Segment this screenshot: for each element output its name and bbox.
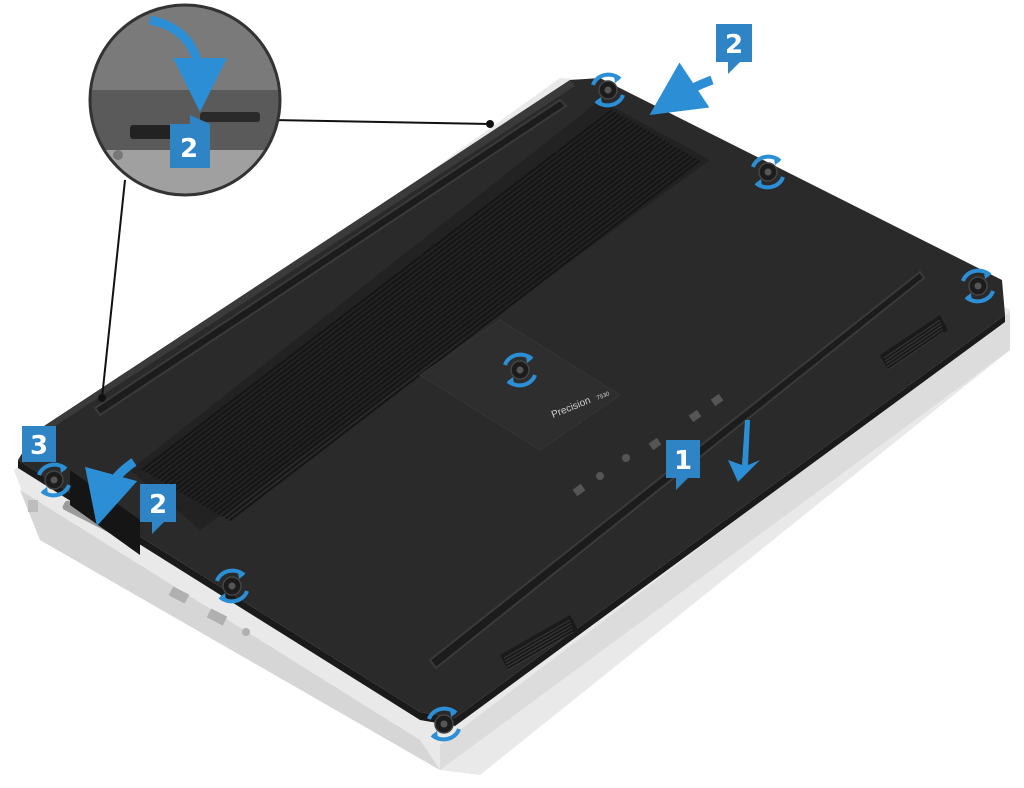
- zoom-detail: 2: [88, 3, 494, 402]
- pry-arrow-left-icon: [85, 458, 138, 527]
- step-badges: 1 2 2 3: [22, 24, 752, 534]
- vent-slat: [148, 113, 621, 476]
- vent-slat: [884, 322, 942, 362]
- step-1-label: 1: [674, 446, 692, 476]
- vent-slat: [160, 120, 632, 482]
- vent-slat: [228, 159, 701, 522]
- step-2-left-label: 2: [149, 490, 167, 520]
- vent-slat: [186, 135, 659, 498]
- step-1-badge: 1: [666, 440, 700, 490]
- direction-arrows: [85, 62, 760, 527]
- vent-grille: [130, 100, 710, 530]
- vent-grille-small-bottom: [500, 615, 578, 671]
- vent-slat: [887, 331, 944, 371]
- vent-slat: [503, 619, 571, 659]
- vent-slat: [202, 144, 674, 506]
- step-2-zoom-badge: 2: [170, 115, 210, 168]
- vent-grille-small-right: [880, 315, 948, 371]
- step-3-badge: 3: [22, 426, 56, 462]
- step-2-zoom-label: 2: [180, 134, 198, 164]
- vent-slat: [194, 140, 666, 502]
- vent-slat: [505, 625, 573, 665]
- vent-slat: [205, 146, 678, 509]
- vent-slat: [224, 157, 697, 520]
- vent-slat: [507, 631, 574, 671]
- vent-slat: [152, 115, 625, 478]
- step-2-left-badge: 2: [140, 484, 176, 534]
- vent-slat: [171, 126, 644, 489]
- vent-slat: [164, 122, 636, 484]
- slide-arrow-icon: [728, 420, 760, 482]
- vent-slat: [883, 319, 941, 359]
- vent-slat: [145, 111, 617, 473]
- pry-arrow-zoom-icon: [148, 15, 227, 112]
- vent-slat: [198, 142, 670, 504]
- leader-line: [101, 179, 126, 399]
- vent-slat: [886, 328, 943, 368]
- vent-slat: [156, 118, 628, 480]
- vent-slat: [175, 129, 647, 491]
- vent-slat: [179, 131, 651, 493]
- vent-slat: [183, 133, 655, 495]
- vent-slat: [190, 137, 663, 500]
- zoom-circle: [88, 3, 282, 197]
- vent-slat: [506, 628, 573, 668]
- vent-slat: [221, 155, 693, 517]
- leader-line: [271, 119, 491, 125]
- vent-slat: [141, 109, 613, 471]
- vent-slat: [213, 151, 685, 513]
- step-3-label: 3: [30, 431, 48, 461]
- step-2-top-badge: 2: [716, 24, 752, 74]
- regulatory-icons: [572, 393, 724, 497]
- vent-slat: [217, 153, 689, 515]
- vent-slat: [885, 325, 943, 365]
- vent-slat: [504, 622, 572, 662]
- pry-arrow-top-icon: [649, 62, 714, 115]
- model-number-text: 7530: [596, 391, 611, 402]
- vent-slat: [167, 124, 640, 487]
- vent-slat: [209, 148, 682, 511]
- step-2-top-label: 2: [725, 30, 743, 60]
